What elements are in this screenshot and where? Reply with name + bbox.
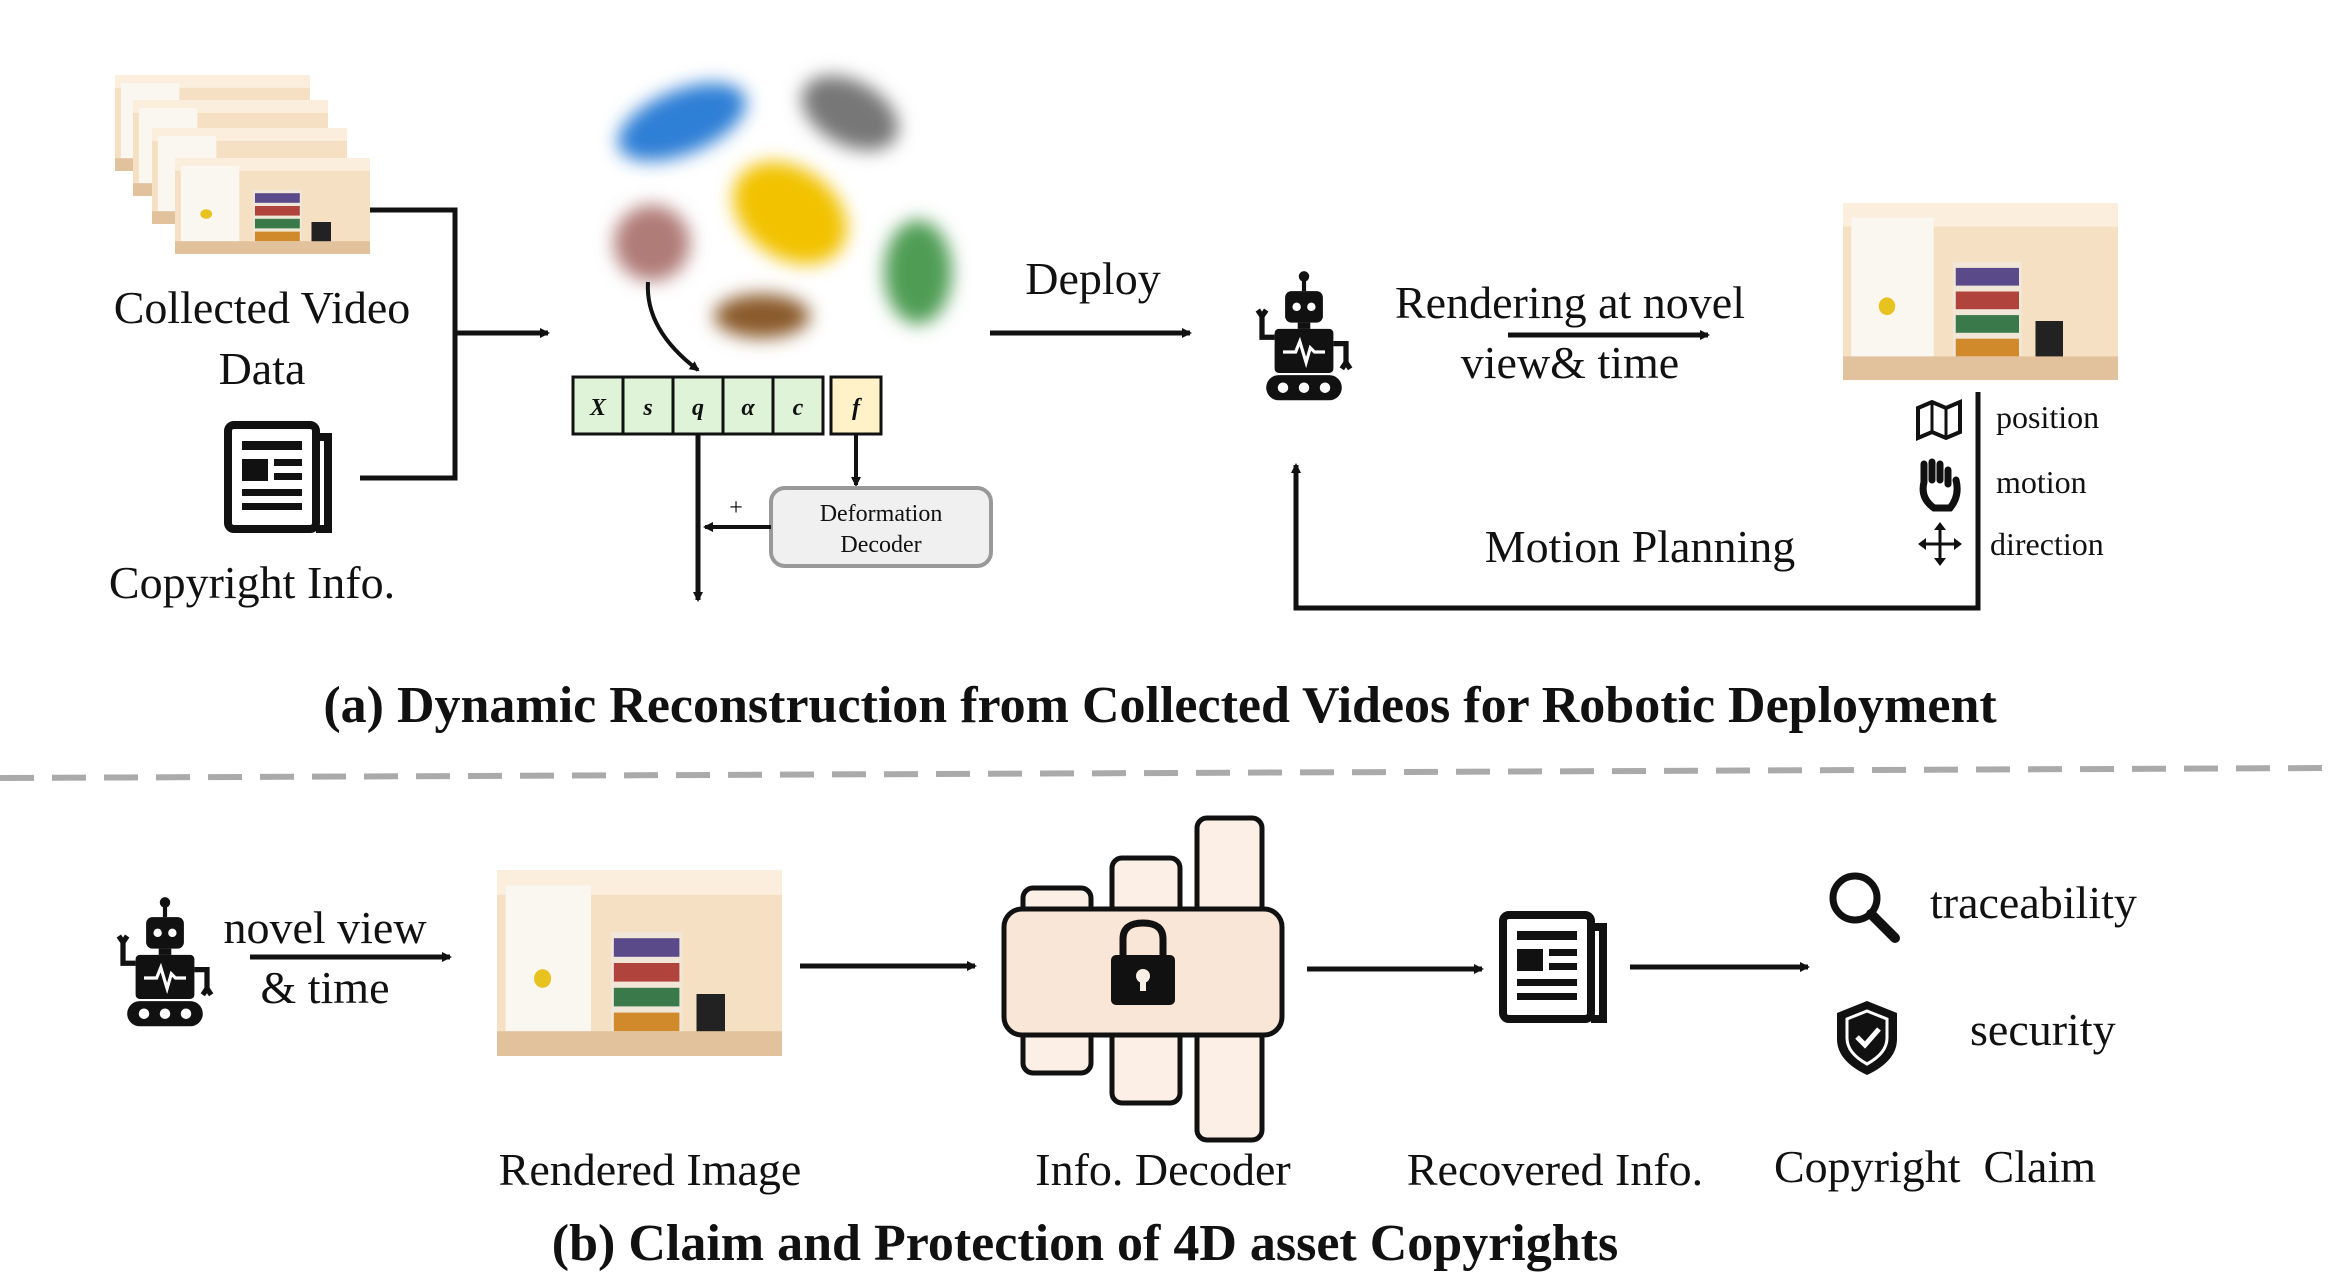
attr-cell-c (771, 375, 825, 436)
attr-label-q: q (692, 395, 704, 421)
robot-icon-b (119, 897, 211, 1026)
shield-icon (1837, 1001, 1897, 1075)
motion-planning-loop (1291, 392, 1981, 611)
copyright-claim-label: Copyright Claim (1774, 1141, 2096, 1192)
attr-label-s: s (642, 395, 652, 421)
motion-planning-label: Motion Planning (1485, 521, 1796, 572)
info-decoder (1001, 815, 1285, 1143)
deformation-decoder-label-line2: Decoder (840, 532, 921, 558)
rendering-label: Rendering at novel (1395, 277, 1745, 328)
newspaper-icon (228, 425, 328, 529)
collected-video-label-line2: Data (219, 343, 306, 394)
plus-sign: + (729, 495, 743, 521)
legend-direction: direction (1990, 526, 2104, 562)
blob-green (884, 220, 952, 324)
novel-view-label: novel view (223, 902, 427, 953)
attr-label-x: X (589, 395, 607, 421)
legend-position: position (1996, 399, 2099, 435)
collected-video-label: Collected Video (114, 282, 411, 333)
recovered-info-label: Recovered Info. (1407, 1144, 1703, 1195)
merge-connector (360, 207, 458, 481)
attr-label-f: f (852, 395, 862, 421)
robot-icon (1258, 271, 1350, 400)
rendering-label-line2: view& time (1461, 337, 1679, 388)
caption-a: (a) Dynamic Reconstruction from Collecte… (323, 677, 1997, 734)
blob-gray (801, 75, 899, 151)
newspaper-icon-b (1503, 915, 1603, 1019)
rendered-image-label: Rendered Image (499, 1144, 802, 1195)
deformation-decoder-label: Deformation (820, 501, 943, 527)
copyright-info-label: Copyright Info. (109, 557, 395, 608)
traceability-label: traceability (1930, 877, 2137, 928)
attr-label-alpha: α (741, 395, 755, 421)
blob-pink (614, 205, 690, 281)
deploy-label: Deploy (1025, 253, 1160, 304)
attr-cell-f (829, 375, 883, 436)
move-icon (1918, 522, 1962, 566)
map-icon (1916, 398, 1962, 442)
magnifier-icon (1829, 872, 1900, 943)
legend-motion: motion (1996, 464, 2087, 500)
curved-arrow-to-attributes (645, 281, 700, 372)
caption-b: (b) Claim and Protection of 4D asset Cop… (552, 1215, 1618, 1272)
lock-icon (1111, 919, 1175, 1005)
attr-label-c: c (793, 395, 804, 421)
blob-brown (714, 294, 810, 338)
rendered-image (497, 870, 782, 1056)
novel-view-label-line2: & time (260, 962, 389, 1013)
section-divider (0, 765, 2335, 781)
blob-yellow (733, 161, 847, 265)
info-decoder-label: Info. Decoder (1035, 1144, 1290, 1195)
rendered-view-a (1843, 203, 2118, 380)
video-frame-stack (115, 75, 370, 254)
hand-icon (1919, 458, 1961, 512)
blob-blue (617, 82, 747, 162)
security-label: security (1970, 1004, 2116, 1055)
gaussian-blobs (614, 75, 952, 338)
attribute-cells: X s q α c f (571, 375, 883, 436)
